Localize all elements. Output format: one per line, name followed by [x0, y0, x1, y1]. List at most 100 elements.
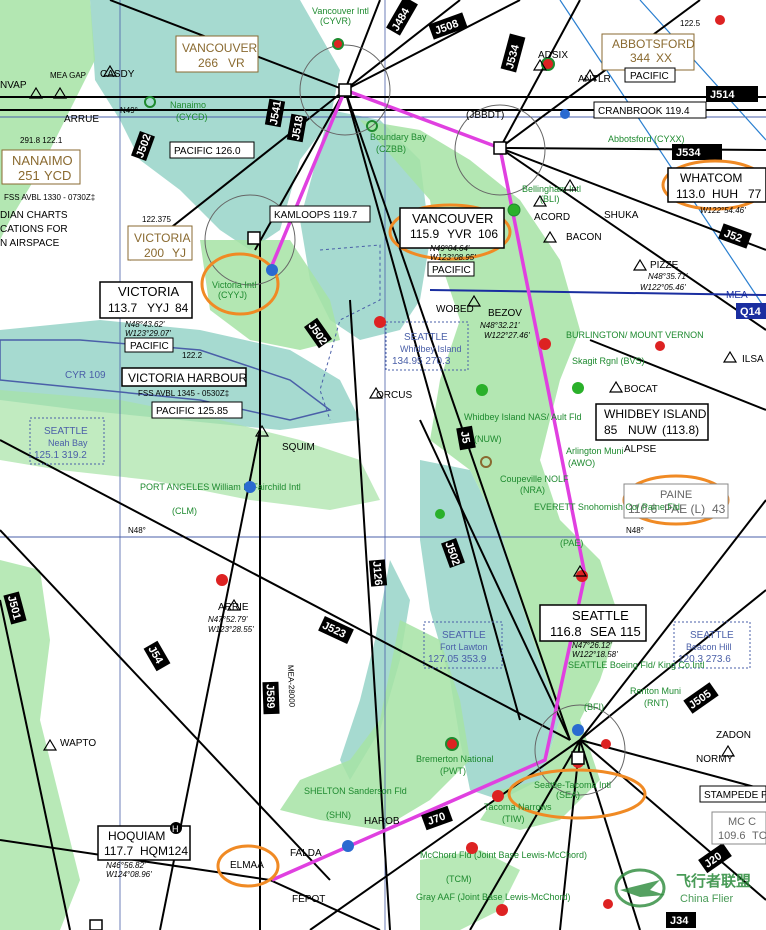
apt-gray: Gray AAF (Joint Base Lewis-McChord) [416, 892, 571, 902]
vor-hqm [89, 919, 103, 930]
artcc-whidbey[interactable]: SEATTLE Whidbey Island 134.95 270.3 [385, 321, 469, 371]
navaid-ident: SEA [590, 624, 616, 639]
navaid-lon: W124°08.96' [106, 870, 152, 879]
apt-cyvr-code: (CYVR) [320, 16, 351, 26]
navaid-seattle-box[interactable]: SEATTLE 116.8 SEA 115 N47°26.12' W122°18… [539, 604, 647, 659]
boundary-line-1 [559, 0, 766, 311]
apt-shn-code: (SHN) [326, 810, 351, 820]
artcc-freq: 134.95 270.3 [392, 356, 451, 367]
navaid-vancouver-box[interactable]: VANCOUVER 115.9 YVR 106 N49°04.64' W123°… [399, 207, 505, 277]
airway-j541: J541 [268, 100, 284, 126]
fix-falda: FALDA [290, 848, 322, 859]
navaid-paine-box[interactable]: PAINE 110.6 PAE (L) 43 [623, 483, 729, 519]
navaid-ident: TC [752, 830, 766, 842]
apt-nra: Coupeville NOLF [500, 474, 569, 484]
land-green-4 [280, 620, 470, 830]
comm-stampede[interactable]: STAMPEDE P [699, 785, 766, 803]
artcc-lawton[interactable]: SEATTLE Fort Lawton 127.05 353.9 [423, 621, 503, 669]
apt-dot [342, 840, 354, 852]
apt-sea-code: (SEA) [556, 790, 580, 800]
harbour-122: 122.2 [182, 351, 203, 360]
airway-q14: Q14 [740, 306, 762, 318]
navaid-name: SEATTLE [572, 608, 629, 623]
fix-ilsa: ILSA [742, 354, 764, 365]
ndb-name: NANAIMO [12, 153, 73, 168]
fix-arrie-lat: N47°52.79' [208, 615, 248, 624]
ndb-ident: VR [228, 56, 245, 70]
apt-cyyj-code: (CYYJ) [218, 290, 247, 300]
ndb-vancouver-box[interactable]: VANCOUVER 266 VR [175, 35, 259, 73]
ndb-ident: XX [656, 51, 672, 65]
comm-label: PACIFIC 125.85 [156, 406, 229, 417]
watermark-en: China Flier [680, 893, 734, 905]
navaid-chan: 124 [168, 844, 188, 858]
artcc-neah[interactable]: SEATTLE Neah Bay 125.1 319.2 [29, 417, 105, 465]
comm-pacific-126[interactable]: PACIFIC 126.0 [169, 141, 255, 159]
apt-nra-code: (NRA) [520, 485, 545, 495]
navaid-freq: 109.6 [718, 830, 746, 842]
apt-dot [603, 899, 613, 909]
comm-cranbrook[interactable]: CRANBROOK 119.4 [593, 101, 707, 119]
navaid-whidbey-box[interactable]: WHIDBEY ISLAND 85 NUW (113.8) [595, 403, 709, 441]
fix-acord: ACORD [534, 212, 570, 223]
apt-sea: Seattle-Tacoma Intl [534, 780, 611, 790]
ndb-freq: 200 [144, 246, 164, 260]
flight-route [268, 87, 587, 882]
fix-bocat: BOCAT [624, 384, 658, 395]
fix-labels: CASDY ARRUE NVAP ADSIX ANTLR SHUKA ACORD… [0, 50, 764, 905]
fix-arrie: ARRIE [218, 602, 249, 613]
vor-yyj [247, 231, 261, 245]
fix-elmaa: ELMAA [230, 860, 264, 871]
navaid-hoquiam-box[interactable]: HOQUIAM H 117.7 HQM 124 N46°56.82' W124°… [97, 822, 191, 879]
artcc-name: SEATTLE [690, 630, 734, 641]
navaid-ident: NUW [628, 423, 657, 437]
compass-rose-yyj [204, 194, 296, 286]
navaid-victoria-box[interactable]: VICTORIA 113.7 YYJ 84 N48°43.62' W123°29… [99, 281, 193, 353]
comm-pacific-12585[interactable]: PACIFIC 125.85 [151, 401, 243, 419]
comm-kamloops[interactable]: KAMLOOPS 119.7 [269, 205, 371, 223]
apt-dot [492, 790, 504, 802]
apt-nuw-code: (NUW) [474, 434, 502, 444]
apt-dot [539, 338, 551, 350]
navaid-mc-box[interactable]: MC C 109.6 TC [711, 811, 766, 845]
apt-dot [266, 264, 278, 276]
apt-tcm: McChord Fld (Joint Base Lewis-McChord) [420, 850, 587, 860]
navaid-ident: YVR [447, 227, 472, 241]
fix-pizze-lon: W122°05.46' [640, 283, 686, 292]
artcc-sub: Whidbey Island [400, 344, 462, 354]
ndb-nanaimo-box[interactable]: NANAIMO 251 YCD [1, 149, 81, 185]
artcc-name: SEATTLE [442, 630, 486, 641]
apt-dot [572, 724, 584, 736]
apt-bli: Bellingham Intl [522, 184, 581, 194]
fix-triangles [28, 58, 738, 757]
lat-label-n48b: N48° [128, 526, 146, 535]
apt-dot [466, 842, 478, 854]
apt-bfi-code: (BFI) [584, 702, 604, 712]
compass-rose-yvr [299, 44, 391, 136]
mea-q14: MEA- [726, 290, 751, 301]
fix-bacon: BACON [566, 232, 602, 243]
navaid-whatcom-box[interactable]: WHATCOM 113.0 HUH 77 W122°54.46' [667, 167, 766, 215]
airway-j34: J34 [670, 915, 689, 927]
navaid-name: MC C [728, 816, 756, 828]
apt-dot [445, 737, 459, 751]
mea-gap: MEA GAP [50, 71, 86, 80]
comm-label: CRANBROOK 119.4 [598, 106, 690, 117]
ndb-victoria-box[interactable]: VICTORIA 200 YJ [127, 225, 193, 261]
watermark-plane-icon [620, 880, 665, 897]
comm-label: PACIFIC 126.0 [174, 146, 241, 157]
fix-arrue: ARRUE [64, 114, 99, 125]
vor-yvr [338, 83, 352, 97]
comm-victoria-harbour[interactable]: VICTORIA HARBOUR [121, 367, 247, 387]
artcc-beacon[interactable]: SEATTLE Beacon Hill 120.3 273.6 [673, 621, 751, 669]
airport-labels: Vancouver Intl (CYVR) Nanaimo (CYCD) Bou… [140, 6, 704, 902]
apt-bfi: SEATTLE Boeing Fld/ King Co Intl [568, 660, 704, 670]
ndb-ident: YJ [172, 246, 186, 260]
watermark: 飞行者联盟 China Flier [614, 868, 751, 908]
apt-dot [715, 15, 725, 25]
airway-j589: J589 [264, 684, 277, 709]
navaid-chan: 43 [712, 502, 726, 516]
ndb-abbotsford-box[interactable]: ABBOTSFORD 344 XX PACIFIC [601, 33, 695, 83]
high-alt-badge-label: H [172, 824, 179, 834]
